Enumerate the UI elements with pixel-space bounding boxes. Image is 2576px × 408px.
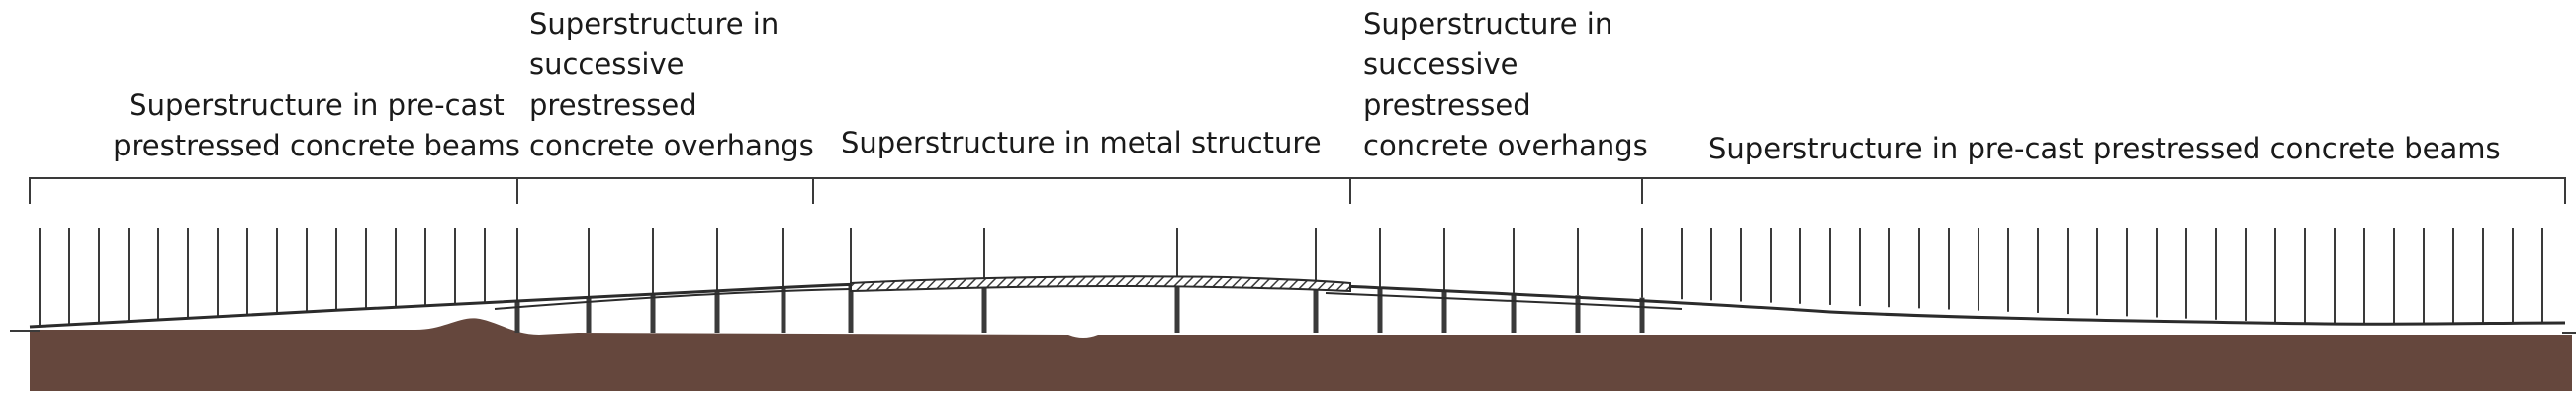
bridge-deck (29, 275, 2566, 329)
section-label-precast-beams-right: Superstructure in pre-cast prestressed c… (1708, 129, 2501, 169)
section-label-line: concrete overhangs (529, 129, 814, 162)
section-label-line: Superstructure in (1363, 7, 1613, 41)
section-label-line: prestressed (1363, 88, 1531, 122)
section-label-overhangs-left: Superstructure in successive prestressed… (529, 4, 814, 166)
section-label-overhangs-right: Superstructure in successive prestressed… (1363, 4, 1648, 166)
section-brackets (29, 177, 2566, 204)
bridge-piers (39, 228, 2543, 333)
section-label-line: prestressed (529, 88, 697, 122)
section-label-line: Superstructure in pre-cast (129, 88, 505, 122)
section-label-metal-structure: Superstructure in metal structure (841, 123, 1322, 163)
deck-lower-line (494, 288, 1683, 310)
section-label-line: Superstructure in pre-cast prestressed c… (1708, 132, 2501, 165)
ground-terrain (30, 318, 2572, 391)
section-label-line: Superstructure in (529, 7, 780, 41)
section-label-line: successive (1363, 48, 1518, 81)
deck-line (29, 278, 2566, 329)
section-label-line: Superstructure in metal structure (841, 126, 1322, 159)
section-label-line: concrete overhangs (1363, 129, 1648, 162)
metal-structure-hatch (850, 275, 1351, 293)
section-label-line: prestressed concrete beams (113, 129, 520, 162)
section-label-precast-beams-left: Superstructure in pre-cast prestressed c… (69, 85, 564, 166)
section-label-line: successive (529, 48, 685, 81)
